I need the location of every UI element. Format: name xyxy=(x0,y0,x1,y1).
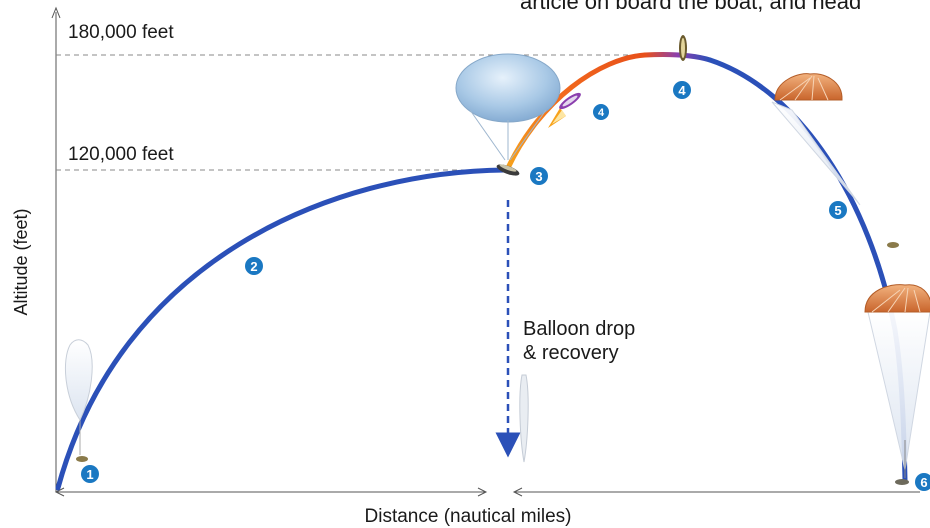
svg-text:2: 2 xyxy=(250,259,257,274)
step-badge-2: 2 xyxy=(245,257,263,275)
altitude-label-180k: 180,000 feet xyxy=(68,22,174,43)
svg-text:4: 4 xyxy=(678,83,686,98)
y-axis xyxy=(51,6,61,492)
step-badge-1: 1 xyxy=(81,465,99,483)
deflated-balloon-icon xyxy=(519,374,529,463)
balloon-drop-label-line2: & recovery xyxy=(523,342,619,364)
test-vehicle-icon xyxy=(548,92,581,128)
balloon-icon xyxy=(455,53,561,161)
x-axis xyxy=(54,487,920,497)
test-vehicle-icon xyxy=(679,35,687,61)
parachute-icon xyxy=(864,284,930,485)
step-badge-4-boost: 4 xyxy=(593,104,609,120)
altitude-label-120k: 120,000 feet xyxy=(68,144,174,165)
svg-text:5: 5 xyxy=(834,203,841,218)
test-vehicle-icon xyxy=(496,164,520,176)
svg-text:3: 3 xyxy=(535,169,542,184)
step-badge-5: 5 xyxy=(829,201,847,219)
y-axis-label: Altitude (feet) xyxy=(11,208,31,315)
svg-text:4: 4 xyxy=(598,107,605,119)
step-badge-3: 3 xyxy=(530,167,548,185)
svg-text:1: 1 xyxy=(86,467,93,482)
balloon-drop-label-line1: Balloon drop xyxy=(523,318,635,340)
x-axis-label: Distance (nautical miles) xyxy=(365,506,572,527)
balloon-icon xyxy=(64,339,93,462)
descent-trajectory xyxy=(707,57,908,483)
ascent-trajectory xyxy=(55,167,508,491)
coast-trajectory xyxy=(642,52,713,63)
step-badge-4-apex: 4 xyxy=(673,81,691,99)
svg-text:6: 6 xyxy=(920,475,927,490)
step-badge-6: 6 xyxy=(915,473,930,491)
caption-fragment: article on board the boat, and head xyxy=(520,0,861,14)
parachute-icon xyxy=(771,73,899,248)
